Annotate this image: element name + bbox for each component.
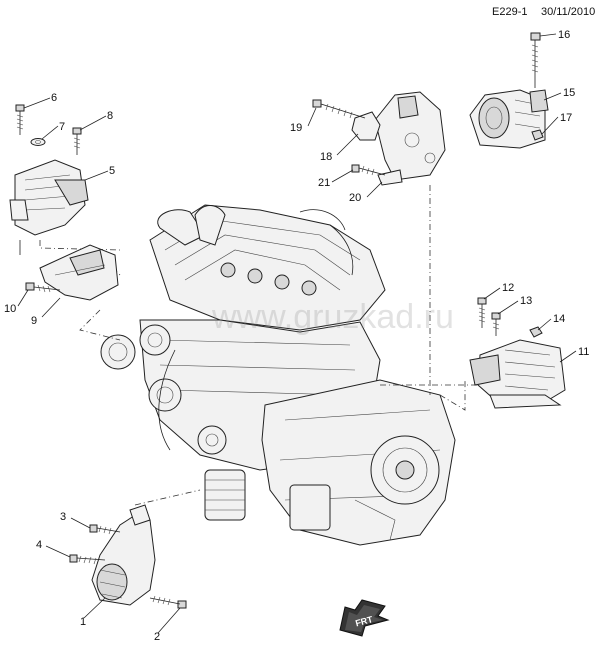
callout-4: 4 [36,539,42,551]
nut-17 [531,129,544,141]
bracket-20 [374,91,446,186]
callout-2: 2 [154,631,160,643]
diagram-code: E229-1 [492,6,528,18]
bolt-4 [69,554,106,565]
callout-9: 9 [31,315,37,327]
callout-3: 3 [60,511,66,523]
callout-labels: 1 2 3 4 5 6 7 8 9 10 11 12 13 14 15 16 1… [4,29,589,643]
callout-5: 5 [109,165,115,177]
mount-1 [91,504,156,606]
bolt-10 [25,282,61,293]
bolt-16 [530,32,541,88]
callout-15: 15 [563,87,575,99]
mount-9 [39,244,119,301]
callout-13: 13 [520,295,532,307]
callout-6: 6 [51,92,57,104]
callout-1: 1 [80,616,86,628]
callout-14: 14 [553,313,565,325]
bolt-12 [477,297,487,328]
callout-17: 17 [560,112,572,124]
mount-15 [469,89,549,149]
callout-8: 8 [107,110,113,122]
washer-7 [30,138,46,146]
mount-11 [469,339,566,409]
callout-18: 18 [320,151,332,163]
callout-12: 12 [502,282,514,294]
watermark-text: www.gruzkad.ru [211,298,454,336]
bolt-3 [89,524,121,535]
heat-shield-18 [351,111,381,141]
leader-lines [17,33,577,634]
callout-20: 20 [349,192,361,204]
engine-assembly [100,204,456,546]
bolt-19 [312,99,366,119]
diagram-date: 30/11/2010 [541,6,596,18]
frt-label: FRT [354,614,374,628]
bolt-8 [72,127,82,155]
callout-7: 7 [59,121,65,133]
bolt-13 [491,312,501,336]
callout-19: 19 [290,122,302,134]
callout-16: 16 [558,29,570,41]
callout-21: 21 [318,177,330,189]
mount-5 [9,159,89,255]
bolt-21 [351,164,386,176]
callout-11: 11 [578,346,589,358]
callout-10: 10 [4,303,16,315]
front-direction-arrow: FRT [339,599,390,637]
bolt-2 [149,595,187,609]
bolt-6 [15,104,25,135]
